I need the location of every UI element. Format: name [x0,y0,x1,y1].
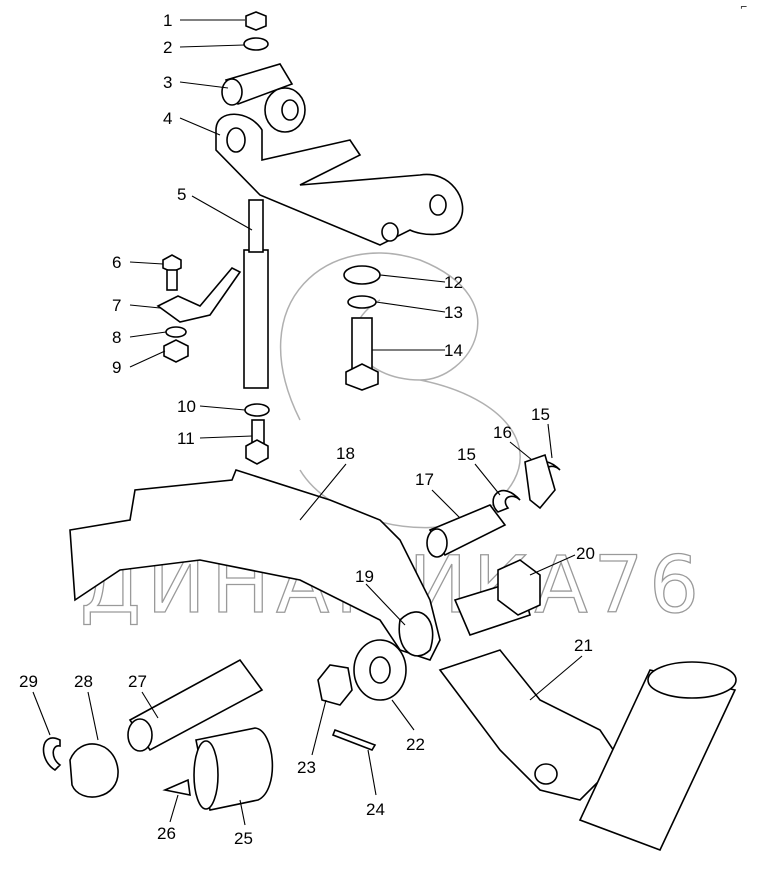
label-4: 4 [163,109,172,128]
label-28: 28 [74,672,93,691]
stud-5 [243,249,269,389]
cotter-pin-24 [331,728,377,751]
label-15a: 15 [531,405,550,424]
label-5: 5 [177,185,186,204]
castle-nut-23 [317,664,353,706]
label-22: 22 [406,735,425,754]
label-18: 18 [336,444,355,463]
label-13: 13 [444,303,463,322]
label-24: 24 [366,800,385,819]
washer-8 [165,326,187,338]
label-7: 7 [112,296,121,315]
label-3: 3 [163,73,172,92]
label-23: 23 [297,758,316,777]
bolt-14 [351,317,373,371]
label-17: 17 [415,470,434,489]
label-12: 12 [444,273,463,292]
plate-16 [524,453,556,510]
leader-lines [32,19,583,826]
clip-7 [156,267,242,323]
bolt-6 [162,254,182,273]
pedal-arm-21 [438,649,622,801]
washer-2 [243,37,269,51]
label-26: 26 [157,824,176,843]
spring-clip-15b [492,489,521,513]
label-2: 2 [163,38,172,57]
key-26 [162,778,191,797]
parts [42,11,737,852]
label-21: 21 [574,636,593,655]
clip-29 [42,737,62,772]
label-15b: 15 [457,445,476,464]
part-labels: 1 2 3 4 5 6 7 8 9 10 11 12 13 14 15 16 1… [19,11,595,848]
nut-1 [245,11,267,31]
label-27: 27 [128,672,147,691]
label-29: 29 [19,672,38,691]
washer-10 [244,403,270,417]
corner-mark: ⌐ [740,3,748,13]
label-9: 9 [112,358,121,377]
label-16: 16 [493,423,512,442]
label-1: 1 [163,11,172,30]
label-20: 20 [576,544,595,563]
lever-18 [69,469,441,661]
label-10: 10 [177,397,196,416]
spring-28 [69,743,119,798]
washer-12 [343,265,381,285]
label-6: 6 [112,253,121,272]
spring-19 [398,611,434,657]
label-25: 25 [234,829,253,848]
nut-9 [163,339,189,363]
label-19: 19 [355,567,374,586]
label-11: 11 [177,429,195,448]
bracket-4 [215,113,464,246]
washer-13 [347,295,377,309]
label-8: 8 [112,328,121,347]
label-14: 14 [444,341,463,360]
